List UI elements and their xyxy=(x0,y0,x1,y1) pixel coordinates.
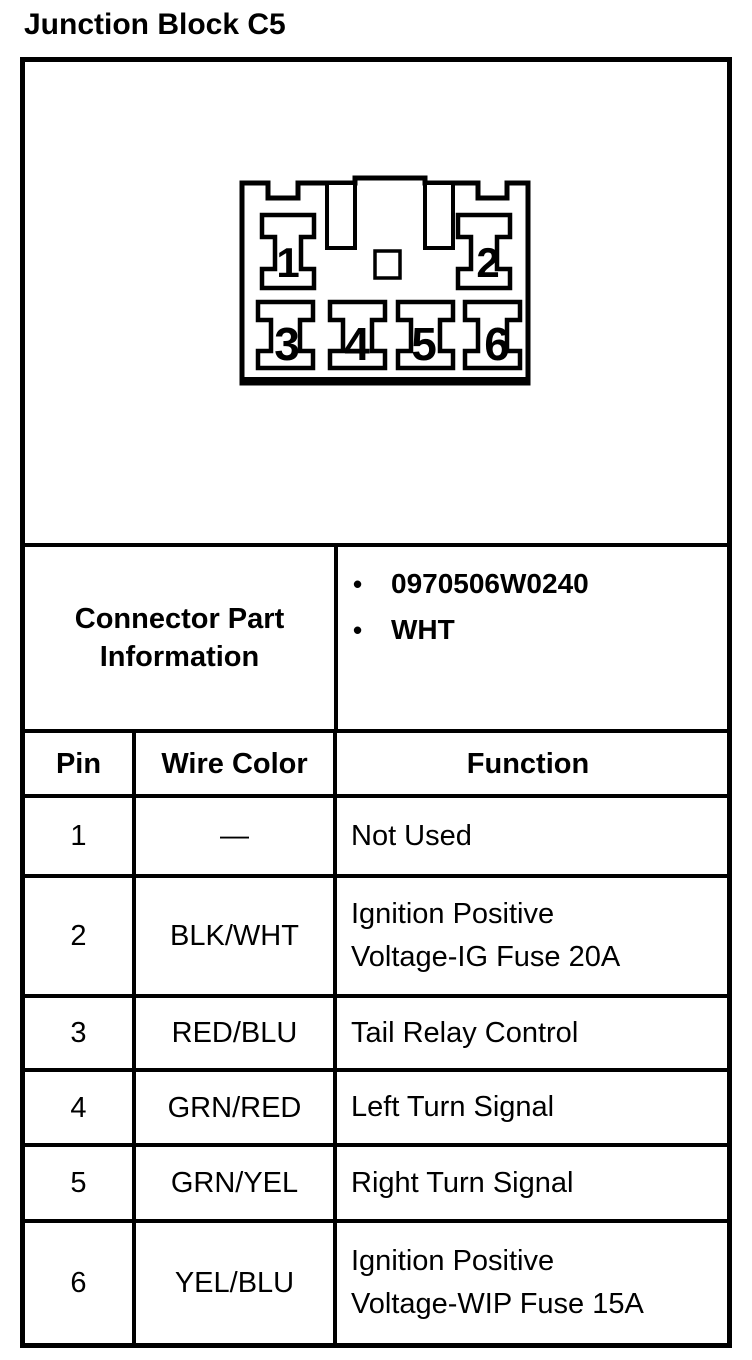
connector-color-value: WHT xyxy=(391,614,455,645)
function-cell: Not Used xyxy=(337,798,727,874)
connector-info-table: 1 2 3 4 5 6 Connector Part Information •… xyxy=(20,57,732,1348)
pin-cell: 5 xyxy=(25,1147,136,1219)
function-line: Voltage-WIP Fuse 15A xyxy=(351,1288,644,1320)
pin-number-1: 1 xyxy=(276,239,299,286)
wire-color-cell: — xyxy=(136,798,337,874)
pin-cell: 1 xyxy=(25,798,136,874)
part-info-row: Connector Part Information • 0970506W024… xyxy=(25,547,727,733)
pin-number-4: 4 xyxy=(344,318,370,370)
function-cell: Tail Relay Control xyxy=(337,998,727,1068)
keyway-slot-left xyxy=(325,181,357,250)
wire-color-cell: BLK/WHT xyxy=(136,878,337,994)
part-number-value: 0970506W0240 xyxy=(391,568,589,599)
function-line: Ignition Positive xyxy=(351,898,555,930)
pin-cell: 3 xyxy=(25,998,136,1068)
pin-cavity-4 xyxy=(327,299,388,371)
pin-number-3: 3 xyxy=(274,318,300,370)
function-line: Ignition Positive xyxy=(351,1245,555,1277)
connector-diagram-cell: 1 2 3 4 5 6 xyxy=(25,62,727,547)
table-row: 4 GRN/RED Left Turn Signal xyxy=(25,1072,727,1147)
bullet-icon: • xyxy=(353,569,363,599)
pin-cell: 6 xyxy=(25,1223,136,1343)
part-info-values: • 0970506W0240 • WHT xyxy=(338,547,727,729)
table-row: 1 — Not Used xyxy=(25,798,727,878)
function-line: Tail Relay Control xyxy=(351,1016,579,1049)
part-info-label-line1: Connector Part xyxy=(74,603,285,635)
connector-face-diagram: 1 2 3 4 5 6 xyxy=(239,175,531,386)
table-header-row: Pin Wire Color Function xyxy=(25,733,727,798)
pin-cavity-2 xyxy=(455,212,513,291)
wire-color-cell: YEL/BLU xyxy=(136,1223,337,1343)
header-function: Function xyxy=(466,747,590,780)
function-cell: Right Turn Signal xyxy=(337,1147,727,1219)
function-cell: Left Turn Signal xyxy=(337,1072,727,1143)
table-row: 2 BLK/WHT Ignition Positive Voltage-IG F… xyxy=(25,878,727,998)
pin-cell: 4 xyxy=(25,1072,136,1143)
table-row: 3 RED/BLU Tail Relay Control xyxy=(25,998,727,1072)
pin-cavity-1 xyxy=(259,212,317,291)
function-line: Not Used xyxy=(351,819,472,852)
pin-cell: 2 xyxy=(25,878,136,994)
connector-color-item: • WHT xyxy=(353,607,455,653)
pin-number-2: 2 xyxy=(476,239,499,286)
function-cell: Ignition Positive Voltage-IG Fuse 20A xyxy=(337,878,727,994)
center-index-square xyxy=(373,249,402,280)
part-number-item: • 0970506W0240 xyxy=(353,561,589,607)
pin-cavity-6 xyxy=(462,299,523,371)
page-title: Junction Block C5 xyxy=(24,8,286,41)
keyway-slot-right xyxy=(423,181,455,250)
wire-color-cell: GRN/YEL xyxy=(136,1147,337,1219)
function-line: Left Turn Signal xyxy=(351,1091,555,1123)
part-info-label-line2: Information xyxy=(99,641,260,673)
part-info-label: Connector Part Information xyxy=(25,547,338,729)
header-wire-color: Wire Color xyxy=(136,733,337,794)
function-line: Right Turn Signal xyxy=(351,1166,574,1199)
header-pin: Pin xyxy=(25,733,136,794)
wire-color-cell: GRN/RED xyxy=(136,1072,337,1143)
function-cell: Ignition Positive Voltage-WIP Fuse 15A xyxy=(337,1223,727,1343)
pin-cavity-5 xyxy=(395,299,456,371)
wire-color-cell: RED/BLU xyxy=(136,998,337,1068)
table-row: 6 YEL/BLU Ignition Positive Voltage-WIP … xyxy=(25,1223,727,1343)
pin-number-5: 5 xyxy=(411,318,437,370)
table-row: 5 GRN/YEL Right Turn Signal xyxy=(25,1147,727,1223)
pin-number-6: 6 xyxy=(484,318,510,370)
pin-cavity-3 xyxy=(255,299,316,371)
function-line: Voltage-IG Fuse 20A xyxy=(351,941,621,973)
bullet-icon: • xyxy=(353,615,363,645)
